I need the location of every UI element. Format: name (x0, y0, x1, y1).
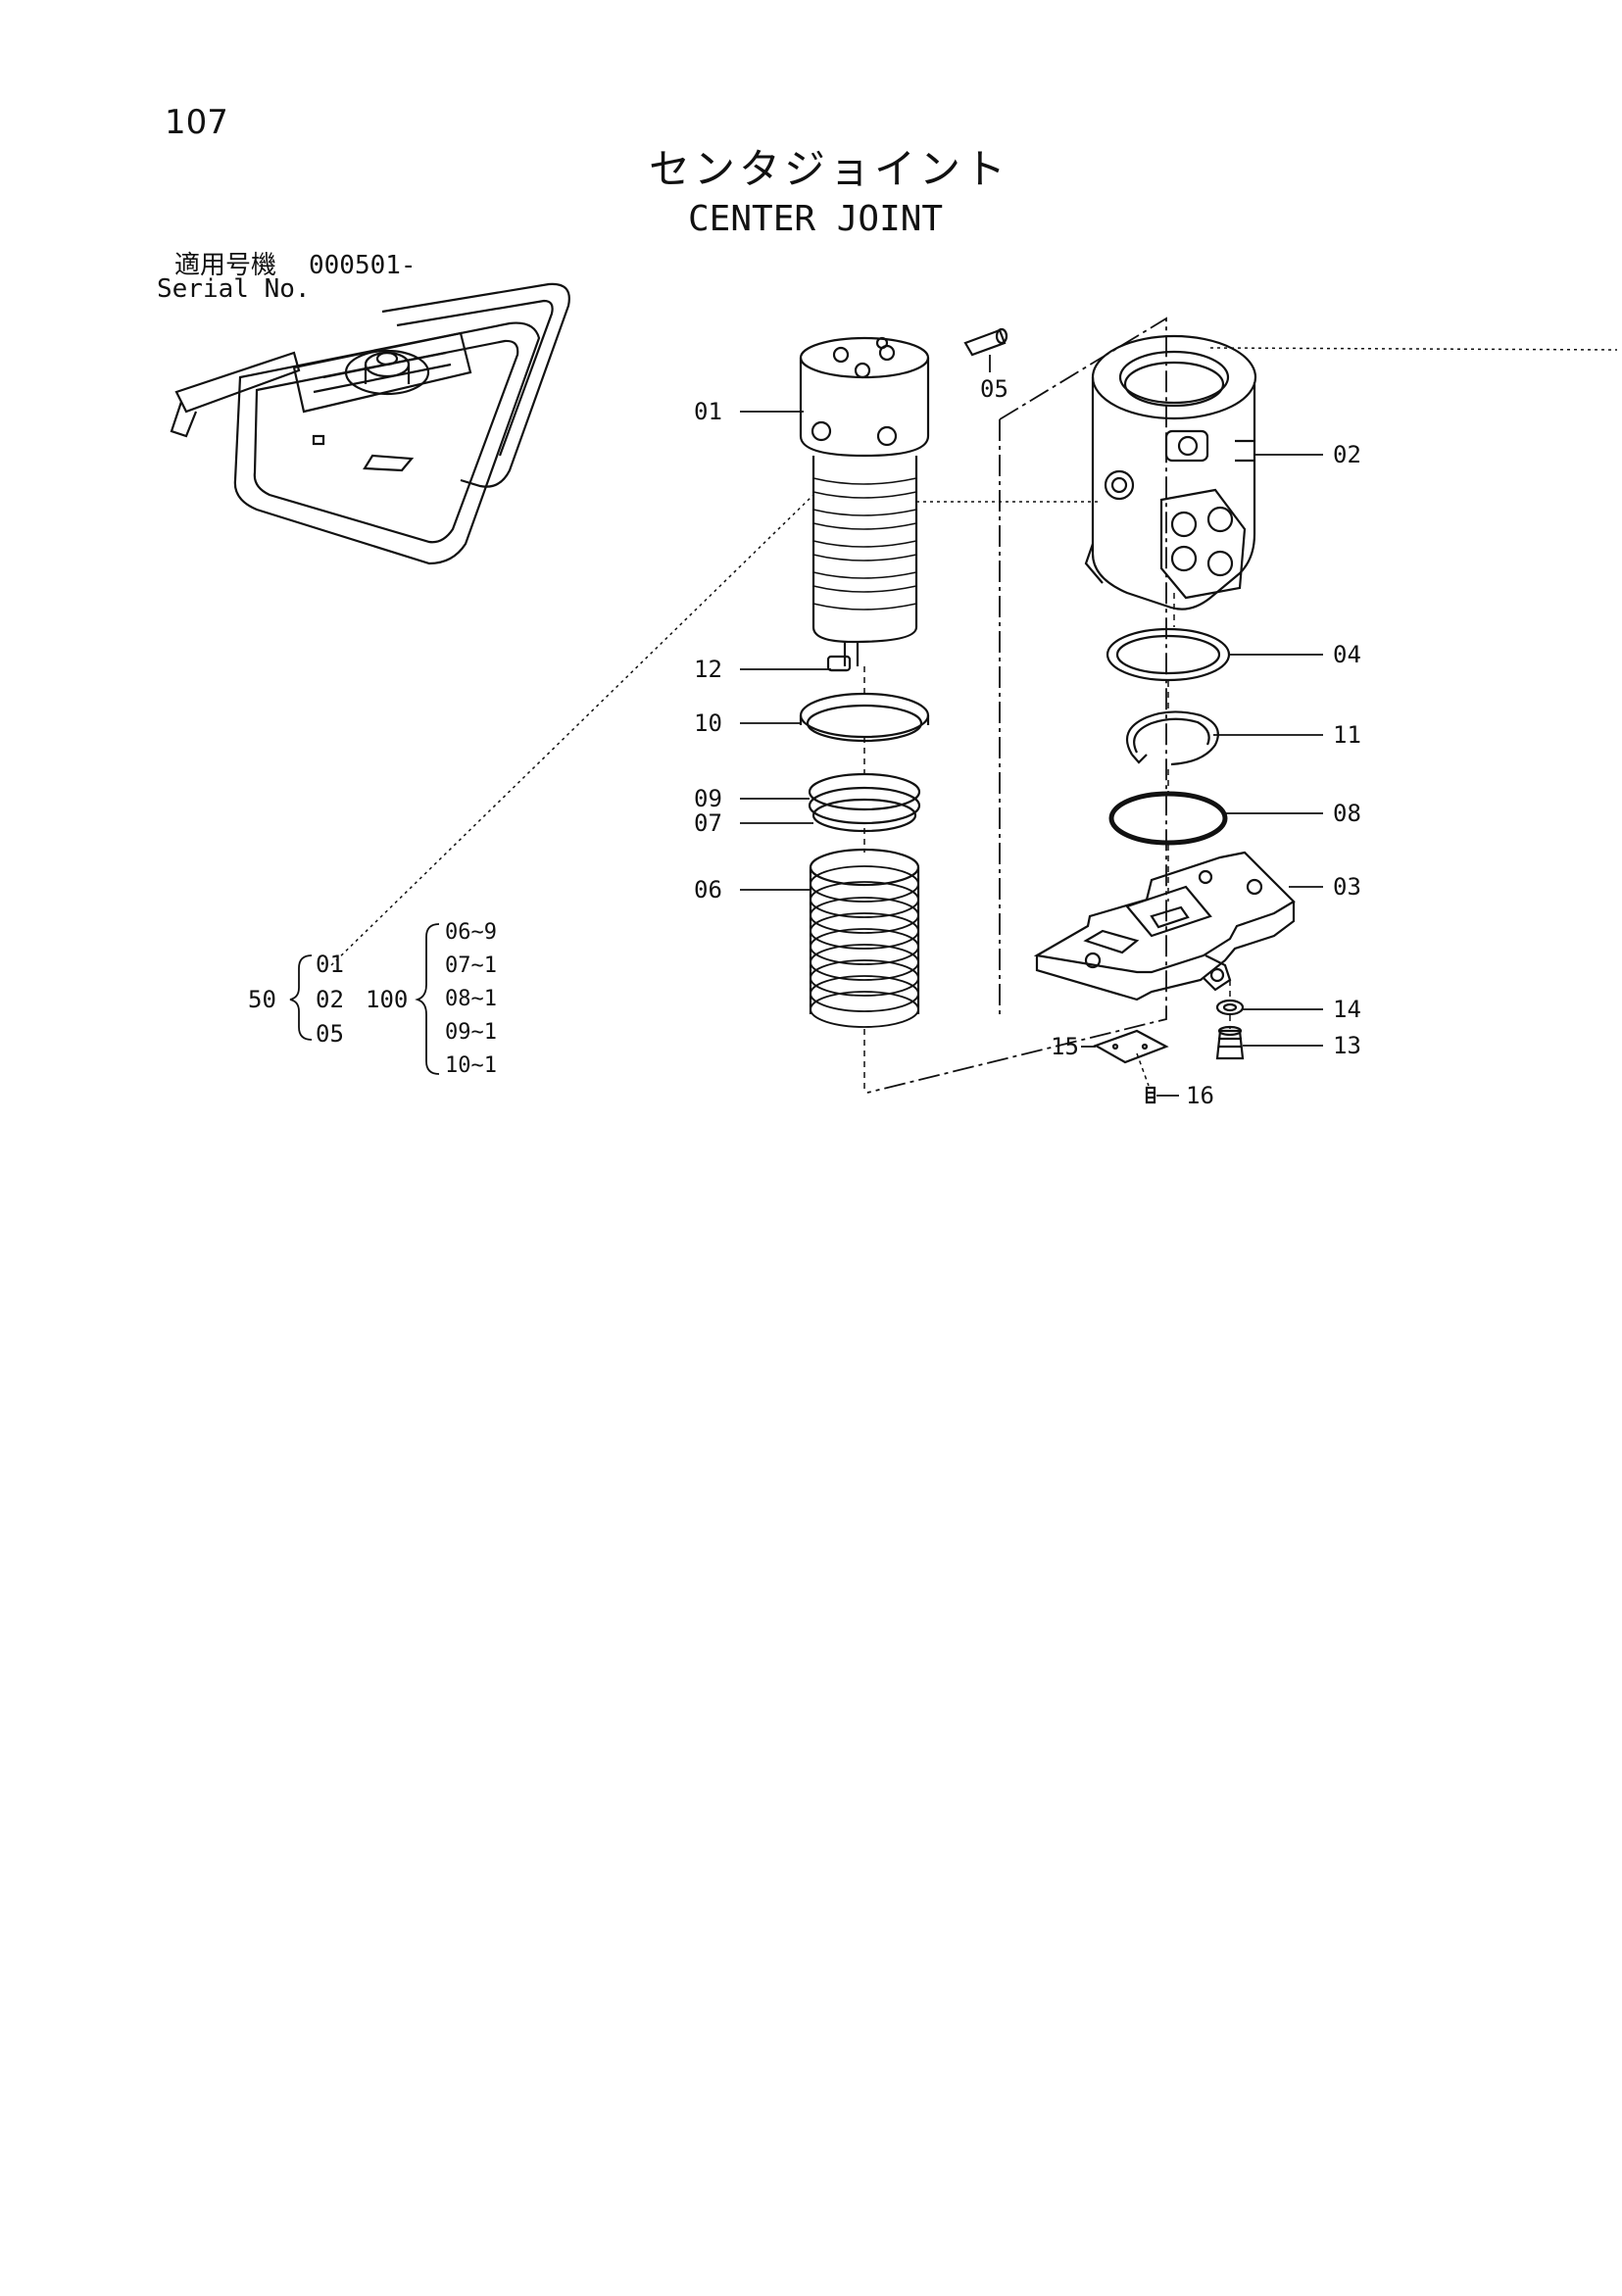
kit-50-item: 05 (316, 1020, 344, 1048)
label-09: 09 (694, 785, 722, 812)
label-03: 03 (1333, 873, 1361, 901)
part-08-o-ring (1108, 791, 1228, 846)
label-07: 07 (694, 809, 722, 837)
label-01: 01 (694, 398, 722, 425)
serial-label-japanese: 適用号機 (174, 251, 277, 280)
label-12: 12 (694, 656, 722, 683)
part-02-body (1084, 334, 1257, 611)
serial-label: Serial No. (157, 274, 311, 304)
kit-100-label: 100 (366, 986, 408, 1013)
kit-100-item: 07~1 (445, 953, 497, 978)
part-15-plate (1093, 1029, 1169, 1064)
kit-brace-100 (415, 923, 440, 1075)
label-14: 14 (1333, 996, 1361, 1023)
kit-100-item: 08~1 (445, 987, 497, 1011)
label-06: 06 (694, 876, 722, 904)
label-04: 04 (1333, 641, 1361, 668)
machine-thumbnail (170, 282, 570, 565)
label-10: 10 (694, 709, 722, 737)
page-title-japanese: センタジョイント (649, 145, 1010, 193)
label-02: 02 (1333, 441, 1361, 468)
part-11-snap-ring (1125, 710, 1219, 766)
part-01-spindle (799, 336, 930, 666)
kit-50-label: 50 (248, 986, 276, 1013)
label-05: 05 (980, 375, 1008, 403)
kit-100-item: 06~9 (445, 920, 497, 945)
part-10-ring (799, 692, 930, 743)
page-title: CENTER JOINT (688, 199, 944, 239)
part-06-seal-stack (809, 848, 920, 1028)
part-09-07-rings (808, 772, 921, 833)
part-13-bolt (1215, 1025, 1245, 1060)
serial-number: 000501- (309, 251, 417, 280)
label-15: 15 (1051, 1033, 1079, 1060)
kit-50-item: 01 (316, 951, 344, 978)
kit-brace-50 (289, 954, 313, 1041)
part-04-ring (1106, 627, 1231, 682)
part-14-washer (1215, 999, 1245, 1016)
label-13: 13 (1333, 1032, 1361, 1059)
part-05-pin (963, 327, 1008, 357)
label-11: 11 (1333, 721, 1361, 749)
kit-100-item: 10~1 (445, 1053, 497, 1078)
part-03-plate (1033, 851, 1296, 1001)
kit-50-item: 02 (316, 986, 344, 1013)
label-08: 08 (1333, 800, 1361, 827)
part-16-rivet (1145, 1086, 1156, 1104)
page-number: 107 (165, 103, 228, 142)
kit-100-item: 09~1 (445, 1020, 497, 1045)
part-12-plug (826, 655, 852, 672)
label-16: 16 (1186, 1082, 1214, 1109)
